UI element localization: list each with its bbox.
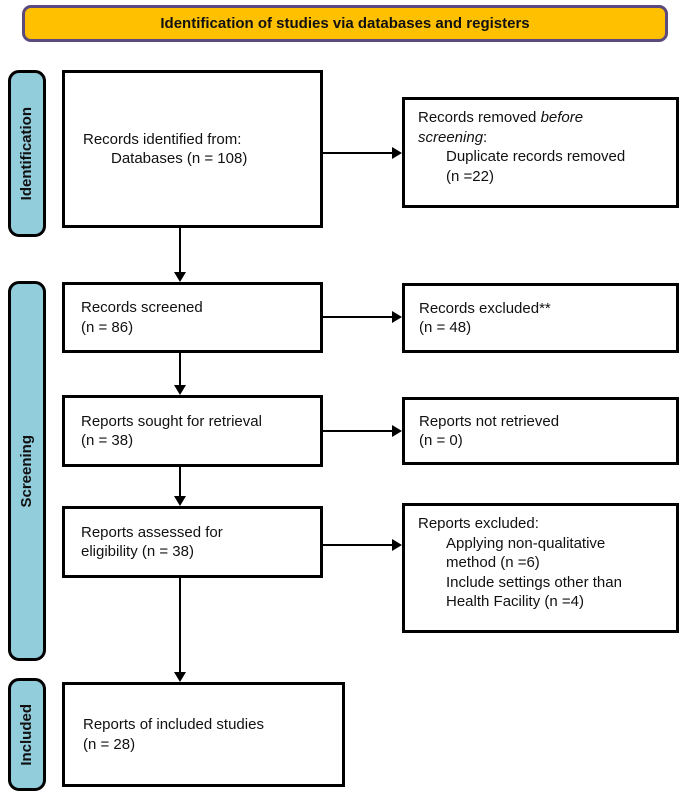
- box-records-removed-line2: screening:: [418, 128, 668, 148]
- records-removed-italic-before: before: [540, 109, 584, 126]
- stage-label-included-text: Included: [18, 703, 36, 766]
- arrow-screened-to-sought: [174, 353, 186, 395]
- box-reports-excluded-title: Reports excluded:: [418, 515, 539, 532]
- box-reports-excluded-item-line1: Applying non-qualitative: [446, 534, 606, 552]
- banner-identification-via-databases: Identification of studies via databases …: [22, 5, 668, 42]
- box-included-studies-line2: (n = 28): [83, 735, 136, 753]
- box-records-screened-line1: Records screened: [81, 299, 203, 316]
- stage-label-included: Included: [8, 678, 46, 791]
- box-reports-sought-line2: (n = 38): [81, 432, 134, 449]
- box-reports-sought: Reports sought for retrieval (n = 38): [62, 395, 323, 467]
- box-reports-sought-line1: Reports sought for retrieval: [81, 412, 262, 430]
- arrow-identified-to-screened: [174, 228, 186, 282]
- box-records-removed-item-line1: Duplicate records removed: [446, 148, 626, 165]
- stage-label-identification: Identification: [8, 70, 46, 237]
- arrow-assessed-to-reports-excluded: [323, 539, 402, 551]
- box-records-removed: Records removed before screening: Duplic…: [402, 97, 679, 208]
- box-records-screened: Records screened (n = 86): [62, 282, 323, 353]
- stage-label-identification-text: Identification: [18, 106, 36, 201]
- arrow-sought-to-not-retrieved: [323, 425, 402, 437]
- box-records-screened-line2: (n = 86): [81, 318, 134, 336]
- box-records-removed-line1: Records removed before: [418, 108, 668, 128]
- stage-label-screening-text: Screening: [18, 434, 36, 508]
- box-reports-excluded-item-line4: Health Facility (n =4): [446, 593, 584, 610]
- box-records-removed-item-line2: (n =22): [446, 167, 494, 185]
- box-included-studies-line1: Reports of included studies: [83, 716, 264, 733]
- box-records-excluded-line2: (n = 48): [419, 319, 472, 336]
- arrow-identified-to-removed: [323, 147, 402, 159]
- box-reports-excluded-item-line3: Include settings other than: [446, 573, 622, 591]
- records-removed-italic-screening: screening: [418, 128, 484, 146]
- box-reports-excluded-item-line2: method (n =6): [446, 554, 540, 571]
- arrow-assessed-to-included: [174, 578, 186, 682]
- box-reports-assessed-line2: eligibility (n = 38): [81, 543, 194, 560]
- box-records-identified: Records identified from: Databases (n = …: [62, 70, 323, 228]
- box-reports-excluded: Reports excluded: Applying non-qualitati…: [402, 503, 679, 633]
- records-removed-colon: :: [483, 128, 488, 146]
- box-reports-not-retrieved-line1: Reports not retrieved: [419, 412, 560, 430]
- arrow-screened-to-excluded: [323, 311, 402, 323]
- arrow-sought-to-assessed: [174, 467, 186, 506]
- box-reports-assessed-line1: Reports assessed for: [81, 523, 223, 541]
- banner-label: Identification of studies via databases …: [160, 14, 530, 32]
- box-records-excluded-line1: Records excluded**: [419, 299, 551, 317]
- box-reports-assessed: Reports assessed for eligibility (n = 38…: [62, 506, 323, 578]
- box-reports-not-retrieved-line2: (n = 0): [419, 432, 463, 449]
- box-included-studies: Reports of included studies (n = 28): [62, 682, 345, 787]
- box-records-excluded: Records excluded** (n = 48): [402, 283, 679, 353]
- records-removed-text: Records removed: [418, 109, 541, 126]
- box-reports-not-retrieved: Reports not retrieved (n = 0): [402, 397, 679, 465]
- box-records-identified-line1: Records identified from:: [83, 130, 242, 148]
- stage-label-screening: Screening: [8, 281, 46, 661]
- box-records-identified-line2: Databases (n = 108): [111, 150, 248, 167]
